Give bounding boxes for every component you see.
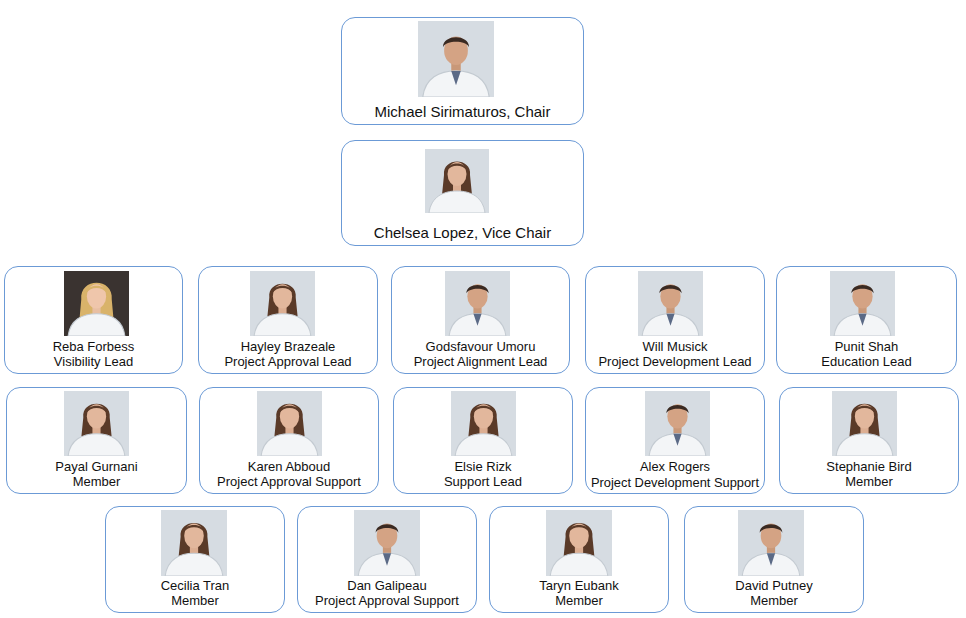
member-name: Alex Rogers (586, 459, 764, 474)
member-box: David PutneyMember (684, 506, 864, 613)
text-group: Will MusickProject Development Lead (586, 339, 764, 370)
member-name: Payal Gurnani (7, 459, 186, 475)
text-group: Taryn EubankMember (490, 578, 668, 609)
member-role: Project Approval Support (200, 474, 378, 490)
portrait-photo (354, 510, 420, 576)
member-role: Member (780, 474, 958, 490)
text-group: Karen AbboudProject Approval Support (200, 459, 378, 490)
member-role: Education Lead (777, 354, 956, 370)
member-box: Chelsea Lopez, Vice Chair (341, 140, 584, 246)
text-group: Michael Sirimaturos, Chair (342, 103, 583, 121)
portrait-photo (418, 21, 494, 97)
member-box: Dan GalipeauProject Approval Support (297, 506, 477, 613)
member-name: Stephanie Bird (780, 459, 958, 475)
member-box: Taryn EubankMember (489, 506, 669, 613)
member-box: Godsfavour UmoruProject Alignment Lead (391, 266, 570, 374)
member-role: Member (685, 593, 863, 609)
portrait-photo (445, 271, 510, 336)
member-box: Will MusickProject Development Lead (585, 266, 765, 374)
text-group: Chelsea Lopez, Vice Chair (342, 224, 583, 242)
text-group: Payal GurnaniMember (7, 459, 186, 490)
member-box: Payal GurnaniMember (6, 387, 187, 494)
text-group: Punit ShahEducation Lead (777, 339, 956, 370)
member-box: Michael Sirimaturos, Chair (341, 17, 584, 125)
member-role: Project Development Lead (586, 354, 764, 370)
portrait-photo (257, 391, 322, 456)
member-name: Elsie Rizk (394, 459, 572, 475)
member-role: Project Approval Support (298, 593, 476, 609)
portrait-photo (546, 510, 612, 576)
member-role: Project Approval Lead (199, 354, 377, 370)
member-role: Member (490, 593, 668, 609)
portrait-photo (451, 391, 516, 456)
portrait-photo (830, 271, 895, 336)
portrait-photo (250, 271, 315, 336)
member-box: Alex RogersProject Development Support (585, 387, 765, 494)
text-group: Dan GalipeauProject Approval Support (298, 578, 476, 609)
portrait-photo (645, 391, 710, 456)
member-name: Chelsea Lopez, Vice Chair (342, 224, 583, 242)
member-name: Karen Abboud (200, 459, 378, 475)
portrait-photo (64, 391, 129, 456)
text-group: David PutneyMember (685, 578, 863, 609)
text-group: Stephanie BirdMember (780, 459, 958, 490)
member-role: Member (7, 474, 186, 490)
text-group: Elsie RizkSupport Lead (394, 459, 572, 490)
member-box: Elsie RizkSupport Lead (393, 387, 573, 494)
member-role: Project Alignment Lead (392, 354, 569, 370)
member-name: David Putney (685, 578, 863, 594)
member-name: Taryn Eubank (490, 578, 668, 594)
text-group: Cecilia TranMember (106, 578, 284, 609)
member-box: Reba ForbessVisibility Lead (4, 266, 183, 374)
portrait-photo (738, 510, 804, 576)
member-role: Member (106, 593, 284, 609)
member-name: Cecilia Tran (106, 578, 284, 594)
member-role: Support Lead (394, 474, 572, 490)
member-role: Project Development Support (586, 475, 764, 490)
text-group: Reba ForbessVisibility Lead (5, 339, 182, 370)
member-role: Visibility Lead (5, 354, 182, 370)
member-box: Karen AbboudProject Approval Support (199, 387, 379, 494)
text-group: Hayley BrazealeProject Approval Lead (199, 339, 377, 370)
member-name: Dan Galipeau (298, 578, 476, 594)
portrait-photo (161, 510, 227, 576)
portrait-photo (638, 271, 703, 336)
text-group: Godsfavour UmoruProject Alignment Lead (392, 339, 569, 370)
member-name: Reba Forbess (5, 339, 182, 355)
member-box: Hayley BrazealeProject Approval Lead (198, 266, 378, 374)
text-group: Alex RogersProject Development Support (586, 459, 764, 490)
member-name: Hayley Brazeale (199, 339, 377, 355)
member-name: Michael Sirimaturos, Chair (342, 103, 583, 121)
member-name: Godsfavour Umoru (392, 339, 569, 355)
member-box: Stephanie BirdMember (779, 387, 959, 494)
portrait-photo (425, 149, 489, 213)
member-name: Will Musick (586, 339, 764, 355)
member-box: Cecilia TranMember (105, 506, 285, 613)
portrait-photo (832, 391, 897, 456)
member-box: Punit ShahEducation Lead (776, 266, 957, 374)
portrait-photo (64, 271, 129, 336)
member-name: Punit Shah (777, 339, 956, 355)
